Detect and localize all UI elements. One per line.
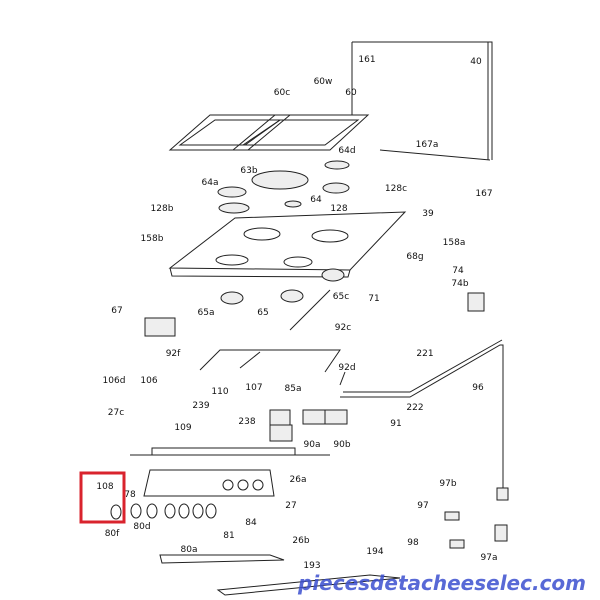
gas-pipe-96-part bbox=[340, 339, 509, 501]
part-label-60c: 60c bbox=[274, 88, 290, 98]
part-label-26a: 26a bbox=[290, 475, 307, 485]
part-label-110: 110 bbox=[211, 387, 228, 397]
part-label-27: 27 bbox=[285, 501, 296, 511]
part-label-158b: 158b bbox=[141, 234, 164, 244]
part-label-128c: 128c bbox=[385, 184, 407, 194]
part-label-68g: 68g bbox=[406, 252, 423, 262]
part-label-97a: 97a bbox=[481, 553, 498, 563]
part-label-98: 98 bbox=[407, 538, 419, 548]
part-label-65: 65 bbox=[257, 308, 268, 318]
part-label-84: 84 bbox=[245, 518, 257, 528]
part-label-27c: 27c bbox=[108, 408, 124, 418]
part-label-193: 193 bbox=[303, 561, 320, 571]
part-label-128: 128 bbox=[330, 204, 347, 214]
part-label-64: 64 bbox=[310, 195, 322, 205]
part-label-222: 222 bbox=[406, 403, 423, 413]
part-label-97b: 97b bbox=[439, 479, 456, 489]
part-label-67: 67 bbox=[111, 306, 122, 316]
part-label-109: 109 bbox=[174, 423, 191, 433]
watermark: piecesdetacheeselec.com bbox=[297, 571, 586, 595]
part-label-108: 108 bbox=[96, 482, 113, 492]
highlight-box bbox=[79, 471, 126, 524]
part-label-96: 96 bbox=[472, 383, 484, 393]
part-label-80a: 80a bbox=[181, 545, 198, 555]
part-label-26b: 26b bbox=[292, 536, 309, 546]
part-label-158a: 158a bbox=[443, 238, 466, 248]
part-label-39: 39 bbox=[422, 209, 434, 219]
part-label-167a: 167a bbox=[416, 140, 439, 150]
part-label-97: 97 bbox=[417, 501, 428, 511]
part-label-80f: 80f bbox=[105, 529, 120, 539]
part-label-107: 107 bbox=[245, 383, 262, 393]
components-part bbox=[144, 268, 508, 549]
part-label-64d: 64d bbox=[338, 146, 355, 156]
part-label-65a: 65a bbox=[198, 308, 215, 318]
part-label-71: 71 bbox=[368, 294, 379, 304]
part-label-64a: 64a bbox=[202, 178, 219, 188]
part-label-80d: 80d bbox=[133, 522, 150, 532]
part-label-74b: 74b bbox=[451, 279, 468, 289]
part-label-90b: 90b bbox=[333, 440, 350, 450]
part-label-194: 194 bbox=[366, 547, 383, 557]
oven-frame-part bbox=[351, 41, 493, 161]
part-labels: 161 40 60w 60c 60 64d 63b 64a 128c 167a 167 64 128 12… bbox=[96, 55, 497, 571]
pan-supports-part bbox=[168, 114, 370, 151]
part-label-106d: 106d bbox=[103, 376, 126, 386]
part-label-238: 238 bbox=[238, 417, 255, 427]
part-label-106: 106 bbox=[140, 376, 157, 386]
part-label-167: 167 bbox=[475, 189, 492, 199]
part-label-128b: 128b bbox=[151, 204, 174, 214]
hob-top-part bbox=[168, 211, 407, 278]
gas-pipes-part bbox=[130, 289, 346, 456]
burners-part bbox=[217, 160, 350, 214]
part-label-74: 74 bbox=[452, 266, 464, 276]
part-label-63b: 63b bbox=[240, 166, 257, 176]
part-label-90a: 90a bbox=[304, 440, 321, 450]
part-label-239: 239 bbox=[192, 401, 209, 411]
part-label-221: 221 bbox=[416, 349, 433, 359]
part-label-78: 78 bbox=[124, 490, 136, 500]
part-label-40: 40 bbox=[470, 57, 482, 67]
trim-strips-part bbox=[159, 554, 401, 596]
part-label-92c: 92c bbox=[335, 323, 351, 333]
part-label-161: 161 bbox=[358, 55, 375, 65]
part-label-60: 60 bbox=[345, 88, 357, 98]
part-label-92d: 92d bbox=[338, 363, 355, 373]
part-label-60w: 60w bbox=[314, 77, 333, 87]
part-label-85a: 85a bbox=[285, 384, 302, 394]
knobs-part bbox=[110, 503, 217, 520]
part-label-65c: 65c bbox=[333, 292, 349, 302]
control-panel-part bbox=[143, 447, 296, 497]
part-label-91: 91 bbox=[390, 419, 401, 429]
part-label-81: 81 bbox=[223, 531, 234, 541]
part-label-92f: 92f bbox=[166, 349, 181, 359]
